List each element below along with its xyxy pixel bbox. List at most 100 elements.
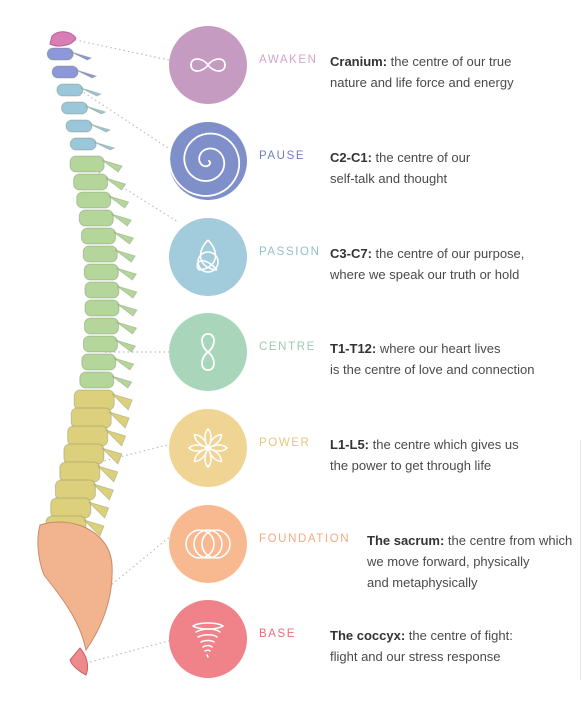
pause-label: PAUSE [259,150,306,162]
vertebra-process [105,177,127,191]
infinity-icon [190,58,226,72]
passion-text-1: the centre of our purpose, [371,246,525,261]
centre-term: T1-T12: [330,341,377,356]
vertebra-process [111,393,133,411]
vertebra-body [82,245,118,263]
vertebra-process [116,303,138,317]
flower-petal [204,446,212,469]
centre-label: CENTRE [259,341,316,353]
chakra-row-base: BASE The coccyx: the centre of fight: fl… [0,600,584,680]
vertebra-body [84,299,120,317]
centre-description: T1-T12: where our heart lives is the cen… [330,338,535,380]
base-text-1: the centre of fight: [405,628,513,643]
awaken-term: Cranium: [330,54,388,69]
vertebra-body [81,353,117,371]
vertebra-body [79,371,115,389]
vertebra-process [115,339,137,353]
cranium-segment [49,31,77,47]
passion-circle [169,218,247,296]
vortex-icon [192,622,225,658]
foundation-text-3: and metaphysically [367,575,478,590]
spine-vertebrae [37,31,138,676]
base-text-2: flight and our stress response [330,649,501,664]
vertebra-body [46,47,74,61]
power-label: POWER [259,437,311,449]
base-label: BASE [259,628,297,640]
chakra-row-centre: CENTRE T1-T12: where our heart lives is … [0,313,584,393]
right-edge-divider [580,440,581,680]
vertebra-process [88,501,110,519]
centre-text-2: is the centre of love and connection [330,362,535,377]
vertebra-process [116,267,138,281]
vertebra-body [84,317,119,335]
spiral-icon [169,122,247,197]
vertebra-body [81,227,116,245]
vertebra-body [84,281,120,299]
vertebra-process [70,51,93,61]
foundation-description: The sacrum: the centre from which we mov… [367,530,572,593]
connector-line [94,169,179,223]
vertebra-process [93,483,115,501]
vertebra-body [56,83,84,97]
sacrum-segment [37,521,113,652]
vertebra-process [111,375,133,389]
base-term: The coccyx: [330,628,406,643]
awaken-description: Cranium: the centre of our true nature a… [330,51,514,93]
chakra-row-pause: PAUSE C2-C1: the centre of our self-talk… [0,122,584,202]
passion-description: C3-C7: the centre of our purpose, where … [330,243,524,285]
vertebra-process [83,519,105,537]
vertebra-body [69,155,105,173]
power-text-2: the power to get through life [330,458,492,473]
vertebra-process [101,159,123,173]
centre-circle [169,313,247,391]
pause-term: C2-C1: [330,150,372,165]
vertebra-body [76,191,112,209]
awaken-text-2: nature and life force and energy [330,75,514,90]
vertebra-process [111,213,133,227]
flower-petal [187,444,210,452]
flower-petal [206,444,229,452]
passion-label: PASSION [259,246,321,258]
vertebra-body [78,209,114,227]
connector-line [89,639,173,663]
vertebra-process [93,141,116,151]
power-circle [169,409,247,487]
pause-circle [169,122,247,200]
flower-icon [187,427,229,469]
vertebra-body [69,137,97,151]
connector-line [79,89,172,151]
interlocking-rings-icon [185,529,231,559]
pause-text-1: the centre of our [371,150,471,165]
vertebra-body [73,389,115,411]
centre-text-1: where our heart lives [376,341,501,356]
power-description: L1-L5: the centre which gives us the pow… [330,434,519,476]
vertebra-process [114,249,136,263]
awaken-text-1: the centre of our true [387,54,512,69]
vertebra-body [73,173,109,191]
power-term: L1-L5: [330,437,369,452]
foundation-label: FOUNDATION [259,533,351,545]
vertebra-process [75,69,98,79]
pause-text-2: self-talk and thought [330,171,448,186]
vertebra-process [85,105,107,115]
connector-line [99,443,172,463]
vertebra-process [116,285,138,299]
flower-petal [204,427,212,450]
vertebra-process [116,321,138,335]
vertebra-body [65,119,93,133]
awaken-circle [169,26,247,104]
chakra-row-awaken: AWAKEN Cranium: the centre of our true n… [0,26,584,106]
foundation-term: The sacrum: [367,533,445,548]
vertebra-process [97,465,119,483]
passion-term: C3-C7: [330,246,372,261]
vertebra-process [113,231,135,245]
vertebra-process [113,357,135,371]
vertebra-process [108,411,130,429]
vertebra-process [108,195,130,209]
vertebra-process [89,123,112,133]
vertebra-process [101,447,123,465]
passion-text-2: where we speak our truth or hold [330,267,520,282]
chakra-row-passion: PASSION C3-C7: the centre of our purpose… [0,218,584,298]
